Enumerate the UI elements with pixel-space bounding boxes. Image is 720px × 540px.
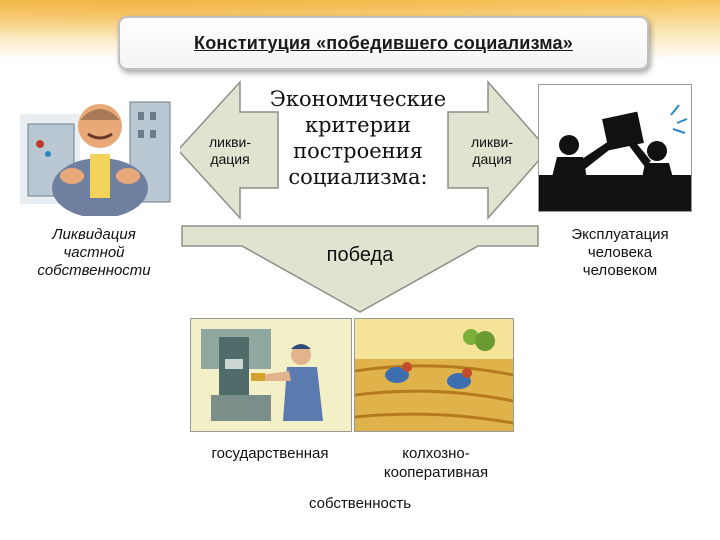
page-title: Конституция «победившего социализма» [194,32,573,53]
workers-picture [538,84,692,212]
farm-field-clipart [355,319,513,431]
left-label: Ликвидация частной собственности [14,226,174,280]
property-label: собственность [308,495,412,512]
businessman-clipart [20,84,180,216]
collective-property-label: колхозно- кооперативная [356,444,516,482]
farm-field-picture [354,318,514,432]
workers-silhouette-clipart [539,85,691,211]
right-label-line-2: человека [587,244,653,261]
left-arrow [176,80,279,220]
criteria-line-3: построения [293,139,423,163]
collective-line-1: колхозно- [402,445,470,462]
title-box: Конституция «победившего социализма» [118,16,649,70]
left-label-line-3: собственности [37,262,151,279]
factory-worker-clipart [191,319,351,431]
left-arrow-line-2: дация [210,151,250,167]
right-arrow-line-2: дация [472,151,512,167]
businessman-picture [20,84,180,216]
criteria-line-2: критерии [304,113,412,137]
left-label-line-2: частной [63,244,125,261]
criteria-line-1: Экономические [269,87,447,111]
left-arrow-line-1: ликви- [208,134,252,150]
criteria-line-4: социализма: [288,165,428,189]
down-arrow [181,225,539,313]
right-arrow-text: ликви- дация [454,134,530,168]
collective-line-2: кооперативная [383,464,489,481]
left-label-line-1: Ликвидация [52,226,136,243]
right-label: Эксплуатация человека человеком [540,226,700,280]
right-arrow [447,80,550,220]
right-arrow-line-1: ликви- [470,134,514,150]
victory-label: победа [326,244,394,266]
factory-worker-picture [190,318,352,432]
state-property-label: государственная [211,445,329,462]
left-arrow-text: ликви- дация [192,134,268,168]
right-label-line-3: человеком [582,262,658,279]
right-label-line-1: Эксплуатация [571,226,669,243]
criteria-heading: Экономические критерии построения социал… [258,86,458,190]
